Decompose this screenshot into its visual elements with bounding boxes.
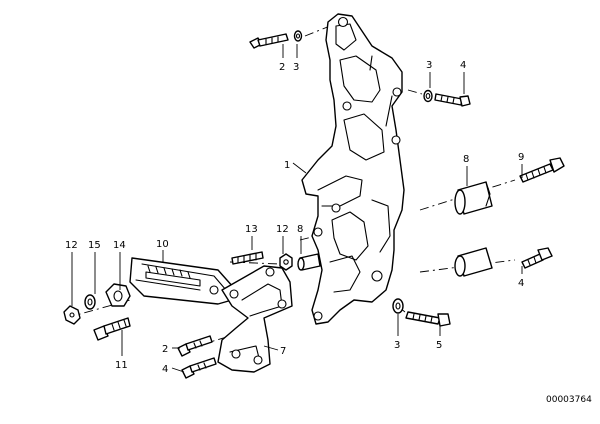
washer-top	[293, 30, 303, 42]
callout-12: 12	[65, 240, 78, 251]
callout-3: 3	[394, 340, 400, 351]
washer-bottom	[392, 298, 404, 314]
callout-8: 8	[297, 224, 303, 235]
bushing-right	[454, 181, 493, 277]
callout-3: 3	[426, 60, 432, 71]
plate-bracket	[217, 265, 293, 373]
callout-8: 8	[463, 154, 469, 165]
assembly-axis-lines	[65, 25, 516, 363]
long-bolt-9	[519, 157, 565, 183]
catalog-number: 00003764	[546, 395, 592, 405]
main-bracket	[301, 13, 405, 325]
callout-14: 14	[113, 240, 126, 251]
callout-4: 4	[518, 278, 524, 289]
callout-15: 15	[88, 240, 101, 251]
callout-4: 4	[162, 364, 168, 375]
callout-13: 13	[245, 224, 258, 235]
bolt-top-left	[249, 33, 289, 49]
callout-2: 2	[162, 344, 168, 355]
bolt-right-upper	[434, 93, 471, 107]
callout-7: 7	[280, 346, 286, 357]
callout-2: 2	[279, 62, 285, 73]
callout-labels: 1 2 3 3 4 9 8 13 12 8 10 14 15 12 4 2 7 …	[65, 60, 524, 375]
callout-11: 11	[115, 360, 128, 371]
bolt-11	[93, 317, 131, 341]
tension-strap	[129, 257, 235, 305]
stud-13	[231, 251, 264, 265]
callout-1: 1	[284, 160, 290, 171]
washer-right-upper	[423, 89, 433, 103]
callout-5: 5	[436, 340, 442, 351]
bolt-5	[405, 311, 451, 327]
callout-9: 9	[518, 152, 524, 163]
leader-lines	[71, 44, 523, 373]
bolt-lower-2	[177, 335, 213, 357]
bolt-right-lower	[521, 247, 553, 269]
nut-middle	[279, 253, 293, 271]
callout-12: 12	[276, 224, 289, 235]
nut-14	[105, 283, 131, 307]
callout-3: 3	[293, 62, 299, 73]
spacer-middle	[297, 253, 321, 271]
washer-15	[84, 294, 96, 310]
callout-10: 10	[156, 239, 169, 250]
bolt-lower-4	[181, 357, 217, 379]
nut-left	[63, 305, 81, 325]
callout-4: 4	[460, 60, 466, 71]
